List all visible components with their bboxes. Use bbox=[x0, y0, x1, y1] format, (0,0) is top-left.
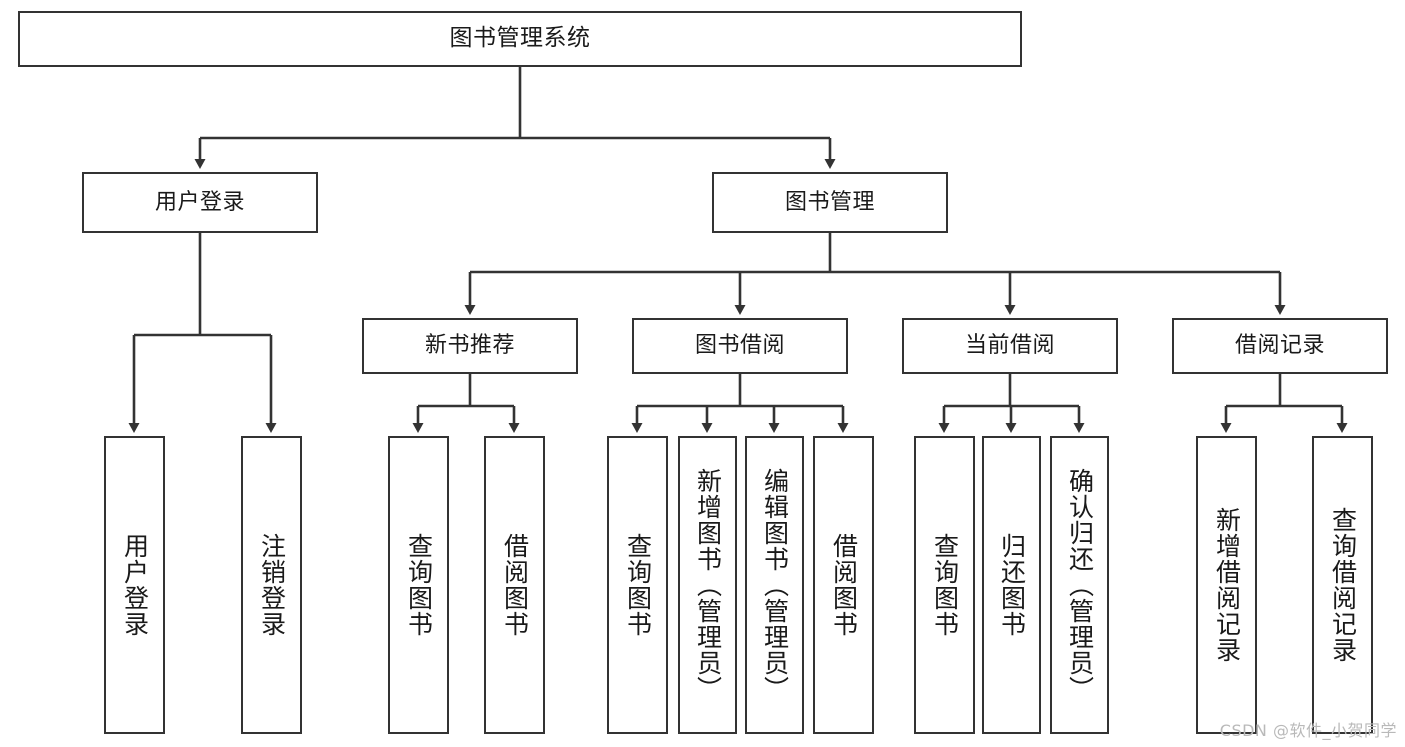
node-book-manage-label: 图书管理 bbox=[784, 189, 875, 215]
node-leaf-query-book-current-label: 查询图书 bbox=[930, 533, 960, 637]
node-current-borrow[interactable]: 当前借阅 bbox=[902, 318, 1118, 374]
node-leaf-return-book[interactable]: 归还图书 bbox=[982, 436, 1041, 734]
csdn-watermark: CSDN @软件_小贺同学 bbox=[1219, 721, 1397, 740]
node-leaf-add-book-admin[interactable]: 新增图书（管理员） bbox=[678, 436, 737, 734]
node-leaf-borrow-book-rec-label: 借阅图书 bbox=[500, 533, 530, 637]
node-leaf-query-book-rec[interactable]: 查询图书 bbox=[388, 436, 449, 734]
node-leaf-query-book-borrow[interactable]: 查询图书 bbox=[607, 436, 668, 734]
node-leaf-add-borrow-record[interactable]: 新增借阅记录 bbox=[1196, 436, 1257, 734]
node-leaf-confirm-return-admin[interactable]: 确认归还（管理员） bbox=[1050, 436, 1109, 734]
node-leaf-add-borrow-record-label: 新增借阅记录 bbox=[1212, 507, 1242, 663]
node-leaf-user-login[interactable]: 用户登录 bbox=[104, 436, 165, 734]
node-leaf-confirm-return-admin-label: 确认归还（管理员） bbox=[1065, 468, 1095, 702]
node-leaf-query-borrow-record-label: 查询借阅记录 bbox=[1328, 507, 1358, 663]
node-leaf-user-logout-label: 注销登录 bbox=[257, 533, 287, 637]
node-book-borrow[interactable]: 图书借阅 bbox=[632, 318, 848, 374]
node-leaf-return-book-label: 归还图书 bbox=[997, 533, 1027, 637]
node-leaf-add-book-admin-label: 新增图书（管理员） bbox=[693, 468, 723, 702]
node-leaf-user-logout[interactable]: 注销登录 bbox=[241, 436, 302, 734]
node-borrow-record-label: 借阅记录 bbox=[1234, 333, 1325, 359]
node-book-borrow-label: 图书借阅 bbox=[694, 333, 785, 359]
node-leaf-query-book-rec-label: 查询图书 bbox=[404, 533, 434, 637]
node-leaf-borrow-book-label: 借阅图书 bbox=[829, 533, 859, 637]
node-new-book-recommend[interactable]: 新书推荐 bbox=[362, 318, 578, 374]
node-leaf-query-book-current[interactable]: 查询图书 bbox=[914, 436, 975, 734]
node-new-book-recommend-label: 新书推荐 bbox=[424, 333, 515, 359]
node-leaf-query-borrow-record[interactable]: 查询借阅记录 bbox=[1312, 436, 1373, 734]
node-current-borrow-label: 当前借阅 bbox=[964, 333, 1055, 359]
node-leaf-user-login-label: 用户登录 bbox=[120, 533, 150, 637]
node-user-login[interactable]: 用户登录 bbox=[82, 172, 318, 233]
node-leaf-borrow-book[interactable]: 借阅图书 bbox=[813, 436, 874, 734]
node-book-manage[interactable]: 图书管理 bbox=[712, 172, 948, 233]
node-leaf-query-book-borrow-label: 查询图书 bbox=[623, 533, 653, 637]
node-user-login-label: 用户登录 bbox=[154, 189, 245, 215]
node-leaf-edit-book-admin[interactable]: 编辑图书（管理员） bbox=[745, 436, 804, 734]
node-borrow-record[interactable]: 借阅记录 bbox=[1172, 318, 1388, 374]
node-leaf-edit-book-admin-label: 编辑图书（管理员） bbox=[760, 468, 790, 702]
node-root[interactable]: 图书管理系统 bbox=[18, 11, 1022, 67]
node-root-label: 图书管理系统 bbox=[449, 25, 591, 52]
node-leaf-borrow-book-rec[interactable]: 借阅图书 bbox=[484, 436, 545, 734]
